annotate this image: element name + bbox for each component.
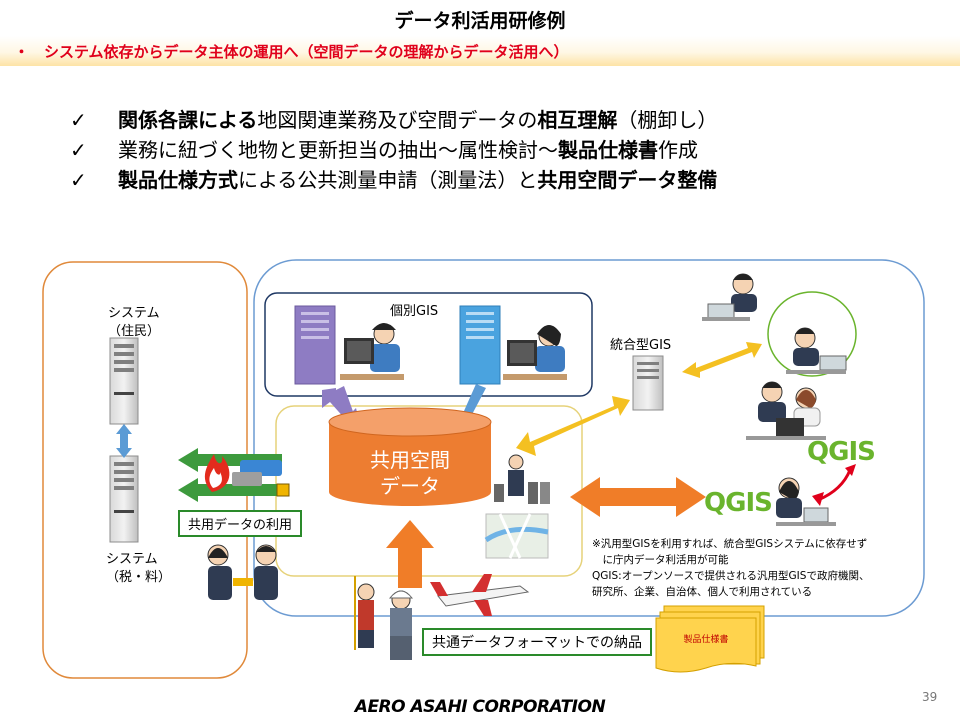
- bullet-text-bold: 相互理解: [537, 108, 618, 132]
- bullet-item: ✓ 関係各課による地図関連業務及び空間データの相互理解（棚卸し）: [70, 105, 717, 135]
- server-icon: [109, 337, 139, 425]
- map-icon: [484, 513, 549, 559]
- traveler-icon: [494, 454, 550, 504]
- bullet-text: 作成: [658, 138, 698, 162]
- bullet-text-bold: 関係各課による: [118, 108, 258, 132]
- page-title: データ利活用研修例: [394, 10, 566, 32]
- bullet-text-bold: 共用空間データ整備: [537, 168, 718, 192]
- page-number: 39: [922, 690, 938, 704]
- qgis-logo: QGIS: [704, 488, 773, 518]
- shared-database-icon: [328, 407, 492, 506]
- user-circle: [767, 291, 857, 377]
- kobetsu-gis-box: [264, 292, 593, 397]
- shared-data-label-line2: データ: [380, 474, 440, 498]
- orange-double-arrow-icon: [570, 477, 706, 517]
- check-icon: ✓: [70, 108, 87, 132]
- bullet-item: ✓ 業務に紐づく地物と更新担当の抽出～属性検討～製品仕様書作成: [70, 135, 717, 165]
- inspector-icon: [388, 590, 414, 660]
- shared-data-label: 共用空間 データ: [329, 447, 491, 499]
- user-icon: [786, 327, 847, 374]
- worker-icon: [503, 325, 567, 380]
- purple-server-icon: [294, 305, 336, 385]
- spec-document-label: 製品仕様書: [683, 635, 729, 645]
- shared-data-label-line1: 共用空間: [370, 448, 450, 472]
- bullet-text: による公共測量申請（測量法）と: [238, 168, 538, 192]
- subtitle-band: [0, 36, 960, 66]
- company-logo: AERO ASAHI CORPORATION: [354, 697, 606, 717]
- meeting-users-icon: [746, 381, 826, 440]
- note-line: ※汎用型GISを利用すれば、統合型GISシステムに依存せず: [592, 538, 868, 550]
- bullet-text: 地図関連業務及び空間データの: [257, 108, 538, 132]
- yellow-double-arrow-icon: [682, 342, 762, 378]
- shared-data-use-label: 共用データの利用: [178, 510, 303, 537]
- yellow-double-arrow-icon: [516, 396, 630, 456]
- check-icon: ✓: [70, 138, 87, 162]
- server-icon: [109, 455, 139, 543]
- note-line: に庁内データ利活用が可能: [592, 554, 729, 566]
- system-zei-sub-label: （税・料）: [106, 570, 172, 585]
- spec-document-icon: [655, 605, 765, 673]
- surveyor-icon: [354, 576, 375, 650]
- firewall-arrows-icon: [178, 448, 290, 502]
- system-jumin-label: システム: [108, 306, 160, 321]
- note-line: QGIS:オープンソースで提供される汎用型GISで政府機関、: [592, 570, 870, 582]
- blue-server-icon: [459, 305, 501, 385]
- bullet-text-bold: 製品仕様書: [558, 138, 658, 162]
- bullet-item: ✓ 製品仕様方式による公共測量申請（測量法）と共用空間データ整備: [70, 165, 717, 195]
- bullet-list: ✓ 関係各課による地図関連業務及び空間データの相互理解（棚卸し） ✓ 業務に紐づく地…: [70, 105, 717, 195]
- delivery-label: 共通データフォーマットでの納品: [422, 628, 652, 656]
- bullet-text: 業務に紐づく地物と更新担当の抽出～属性検討～: [118, 138, 558, 162]
- system-jumin-sub-label: （住民）: [108, 324, 161, 339]
- integrated-gis-server-icon: [632, 355, 664, 411]
- bullet-text-bold: 製品仕様方式: [118, 168, 238, 192]
- system-zei-label: システム: [106, 552, 158, 567]
- qgis-note: ※汎用型GISを利用すれば、統合型GISシステムに依存せず に庁内データ利活用が…: [592, 536, 869, 600]
- staff-exchange-icon: [207, 544, 278, 600]
- check-icon: ✓: [70, 168, 87, 192]
- user-icon: [776, 477, 836, 526]
- user-icon: [702, 273, 757, 321]
- worker-icon: [340, 323, 404, 380]
- subtitle: ・ システム依存からデータ主体の運用へ（空間データの理解からデータ活用へ）: [14, 43, 569, 61]
- upload-arrow-icon: [386, 520, 434, 588]
- kobetsu-gis-label: 個別GIS: [390, 304, 439, 319]
- airplane-icon: [430, 574, 530, 616]
- bullet-text: （棚卸し）: [617, 108, 718, 132]
- sync-arrow-icon: [116, 424, 132, 458]
- note-line: 研究所、企業、自治体、個人で利用されている: [592, 586, 813, 598]
- qgis-logo: QGIS: [807, 437, 876, 467]
- togo-gis-label: 統合型GIS: [610, 338, 672, 353]
